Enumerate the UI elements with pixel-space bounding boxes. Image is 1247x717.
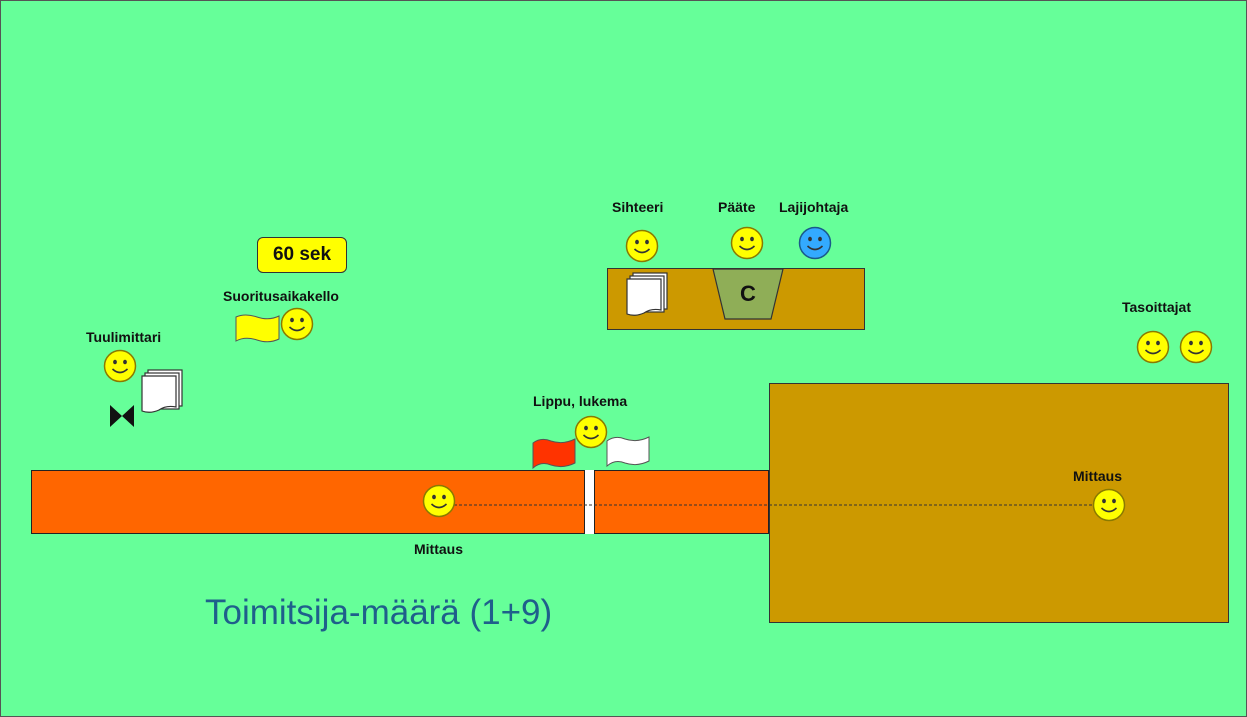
takeoff-board (584, 470, 595, 534)
label-mittaus-runway: Mittaus (414, 541, 463, 557)
smiley-icon (574, 415, 608, 449)
sand-pit (769, 383, 1229, 623)
flag-icon (606, 436, 650, 468)
papers-icon (139, 369, 185, 415)
smiley-blue-icon (798, 226, 832, 260)
label-lippu-lukema: Lippu, lukema (533, 393, 628, 409)
label-sihteeri: Sihteeri (612, 199, 664, 215)
smiley-icon (280, 307, 314, 341)
smiley-icon (730, 226, 764, 260)
label-suoritusaikakello: Suoritusaikakello (223, 288, 339, 304)
computer-icon: C (712, 268, 784, 320)
flag-icon (532, 438, 576, 470)
label-tasoittajat: Tasoittajat (1122, 299, 1191, 315)
wind-gauge-icon (110, 405, 134, 427)
computer-badge: C (740, 281, 756, 306)
smiley-icon (422, 484, 456, 518)
runway (31, 470, 769, 534)
smiley-icon (625, 229, 659, 263)
label-lajijohtaja: Lajijohtaja (779, 199, 849, 215)
papers-icon (625, 272, 669, 318)
label-tuulimittari: Tuulimittari (86, 329, 162, 345)
label-paate: Pääte (718, 199, 756, 215)
smiley-icon (103, 349, 137, 383)
flag-icon (235, 314, 280, 343)
smiley-icon (1136, 330, 1170, 364)
label-mittaus-pit: Mittaus (1073, 468, 1122, 484)
smiley-icon (1092, 488, 1126, 522)
smiley-icon (1179, 330, 1213, 364)
timer-display: 60 sek (257, 237, 347, 273)
diagram-title: Toimitsija-määrä (1+9) (205, 593, 553, 632)
